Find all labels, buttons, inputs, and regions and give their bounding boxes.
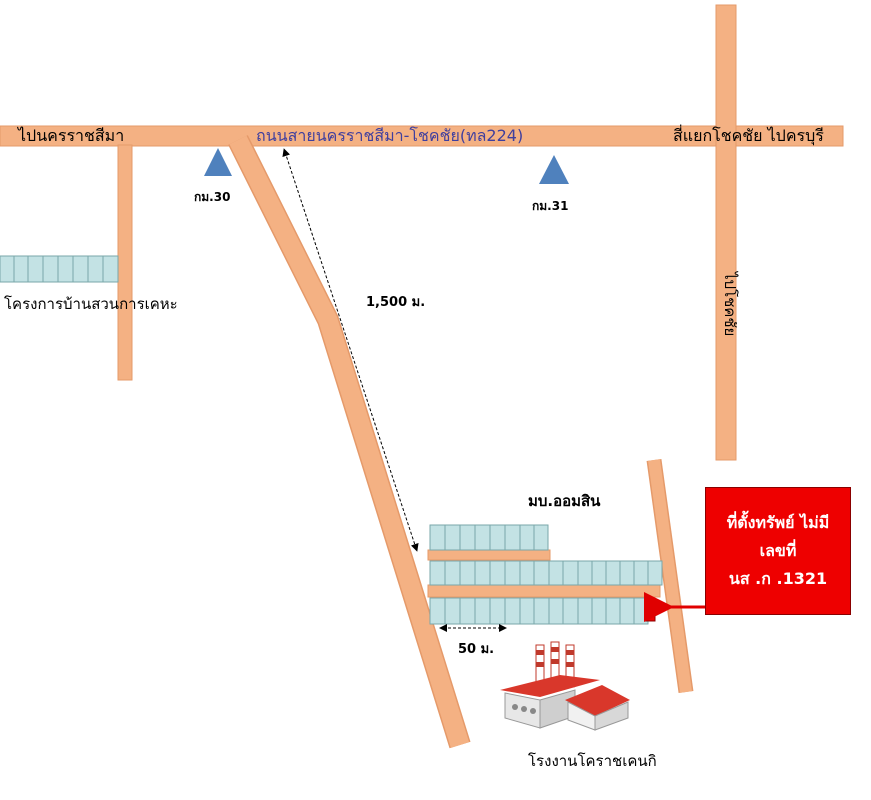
housing-project-houses xyxy=(0,255,119,283)
label-village: มบ.ออมสิน xyxy=(528,492,601,510)
label-factory: โรงงานโคราชเคนกิ xyxy=(528,752,657,770)
label-to-nakhon-ratchasima: ไปนครราชสีมา xyxy=(18,126,125,145)
main-road xyxy=(0,125,844,147)
label-intersection: สี่แยกโชคชัย ไปครบุรี xyxy=(673,126,824,145)
km30-triangle-icon xyxy=(204,148,232,176)
label-main-road: ถนนสายนครราชสีมา-โชคชัย(ทล224) xyxy=(256,126,524,145)
label-km30: กม.30 xyxy=(194,190,231,204)
property-marker xyxy=(644,598,656,622)
property-location-box: ที่ตั้งทรัพย์ ไม่มี เลขที่ นส .ก .1321 xyxy=(705,487,851,615)
label-km31: กม.31 xyxy=(532,199,569,213)
distance-1500-line xyxy=(282,148,419,552)
soi-road-1 xyxy=(427,549,551,561)
label-to-chok-chai: ไปโชคชัย xyxy=(721,272,739,337)
housing-road xyxy=(117,144,133,381)
property-line-2: เลขที่ xyxy=(759,541,797,560)
km31-triangle-icon xyxy=(539,155,569,184)
road-to-chok-chai xyxy=(715,4,737,461)
soi-road-2 xyxy=(427,584,661,598)
roads xyxy=(0,4,844,749)
factory-icon xyxy=(500,641,630,731)
label-distance-50: 50 ม. xyxy=(458,642,495,657)
label-distance-1500: 1,500 ม. xyxy=(366,295,426,310)
village-houses xyxy=(429,524,663,625)
label-housing-project: โครงการบ้านสวนการเคหะ xyxy=(4,295,178,313)
property-road-fill xyxy=(648,459,692,693)
property-line-3: นส .ก .1321 xyxy=(728,569,828,588)
property-line-1: ที่ตั้งทรัพย์ ไม่มี xyxy=(726,513,830,532)
